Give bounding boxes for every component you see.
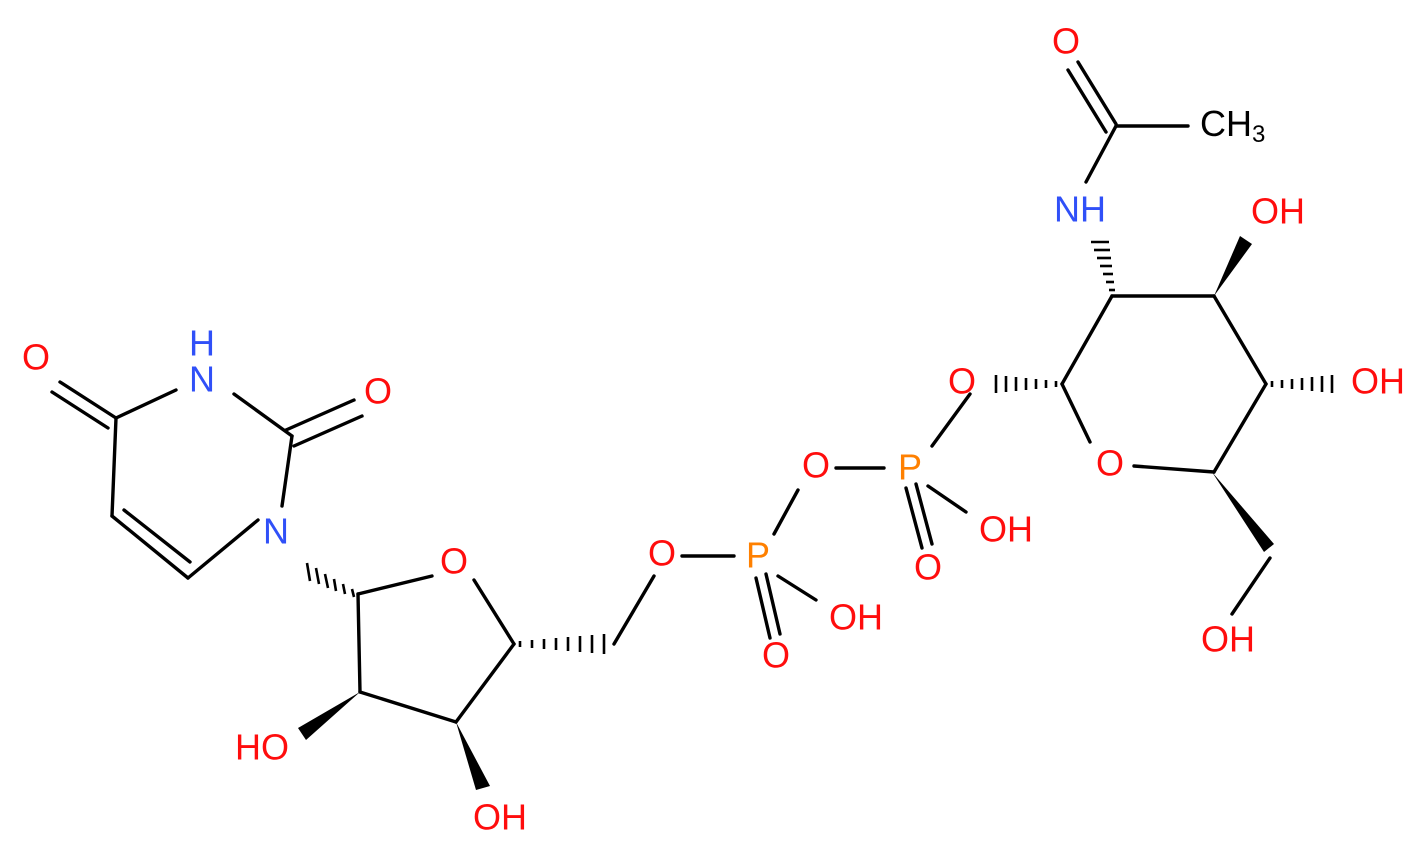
atom-o-acetyl: O xyxy=(1052,21,1080,62)
atom-oh-c3: OH xyxy=(1251,191,1305,232)
atom-o-p1-double: O xyxy=(762,635,790,676)
atom-o-ring-pyranose: O xyxy=(1096,443,1124,484)
atom-o2-uracil: O xyxy=(364,371,392,412)
atom-o-ring-ribose: O xyxy=(440,541,468,582)
hash-ribose-n1 xyxy=(305,562,356,598)
atom-p1: P xyxy=(746,535,770,576)
atom-o4-uracil: O xyxy=(22,337,50,378)
atom-n3-h-uracil: H xyxy=(189,323,215,364)
wedge-ribose-2oh xyxy=(298,692,360,740)
atom-nh-acetamide: NH xyxy=(1054,189,1106,230)
atom-oh-c6: OH xyxy=(1201,619,1255,660)
atom-oh-2prime: HO xyxy=(235,727,289,768)
hash-c4-oh xyxy=(1270,375,1334,393)
stereo-bonds xyxy=(298,236,1334,790)
atom-n3-uracil: N xyxy=(189,359,215,400)
atom-ch3: CH3 xyxy=(1200,103,1265,149)
hash-nh xyxy=(1091,240,1115,292)
wedge-c3-oh xyxy=(1214,236,1252,296)
atom-o-bridge: O xyxy=(802,445,830,486)
bonds xyxy=(50,60,1272,724)
atom-oh-3prime: OH xyxy=(473,797,527,838)
atom-labels: O CH3 NH OH O OH O P O OH O OH O P OH O … xyxy=(22,21,1405,838)
hash-anomeric xyxy=(994,375,1058,393)
atom-oh-p2: OH xyxy=(979,509,1033,550)
atom-o-ester: O xyxy=(648,533,676,574)
wedge-ribose-3oh xyxy=(456,722,490,790)
atom-o-anomeric: O xyxy=(948,361,976,402)
atom-oh-p1: OH xyxy=(829,597,883,638)
wedge-c6 xyxy=(1212,472,1274,552)
atom-n1-uracil: N xyxy=(263,511,289,552)
atom-p2: P xyxy=(898,447,922,488)
hash-ribose-c4 xyxy=(518,634,606,654)
atom-o-p2-double: O xyxy=(914,547,942,588)
atom-oh-c4: OH xyxy=(1351,361,1405,402)
